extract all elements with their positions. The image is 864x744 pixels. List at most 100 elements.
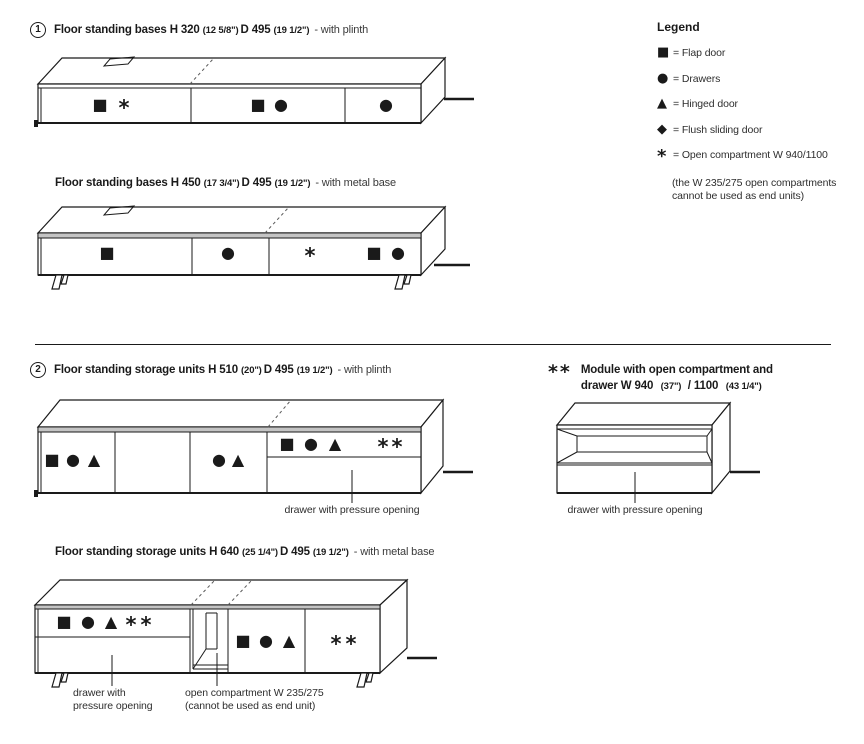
metal-leg	[394, 274, 406, 290]
plinth-foot	[34, 120, 38, 127]
flap-door-symbol: ■	[99, 243, 114, 262]
drawing-storage-h510-plinth: ■ ● ▲ ● ▲ ■ ● ▲ * *	[34, 398, 473, 503]
hinged-door-symbol: ▲	[88, 450, 101, 469]
heading-suffix: - with plinth	[337, 364, 392, 376]
flap-door-symbol: ■	[366, 243, 381, 262]
drawing-base-h450-metal: ■ ● * ■ ●	[36, 205, 470, 290]
base-h450-heading: Floor standing bases H 450 (17 3/4") D 4…	[55, 175, 396, 191]
flap-door-symbol: ■	[657, 45, 670, 60]
heading-dimension: (19 1/2")	[273, 24, 310, 36]
drawers-symbol: ●	[81, 612, 95, 631]
heading-text: D 495	[241, 177, 272, 189]
open-compartment-symbol: *	[657, 146, 667, 167]
flap-door-symbol: ■	[235, 631, 250, 650]
annotation-drawer-pressure: drawer with pressure opening	[567, 504, 703, 516]
section-divider-rule	[35, 344, 831, 345]
module-star-symbol: *	[126, 613, 137, 637]
top-edge-shading	[36, 606, 379, 610]
legend-item-hinged-door: ▲ = Hinged door	[657, 96, 738, 111]
drawers-symbol: ●	[259, 631, 273, 650]
legend-item-open-compartment: * = Open compartment W 940/1100	[657, 146, 828, 167]
section-2-number-badge: 2	[30, 362, 46, 378]
heading-text: D 495	[240, 24, 271, 36]
legend-item-drawers: ● = Drawers	[657, 70, 721, 86]
legend-title: Legend	[657, 20, 700, 34]
cable-cutout	[102, 56, 136, 67]
heading-dimension: (19 1/2")	[312, 546, 349, 558]
hinged-door-symbol: ▲	[283, 631, 296, 650]
storage-h640-heading: Floor standing storage units H 640 (25 1…	[55, 544, 435, 560]
compartment-back-panel	[576, 435, 708, 453]
hinged-door-symbol: ▲	[657, 96, 667, 111]
compartment-perspective-line	[706, 428, 713, 437]
metal-leg	[60, 274, 69, 285]
cabinet-top-face	[33, 579, 409, 606]
drawers-symbol: ●	[304, 434, 318, 453]
heading-text: Floor standing storage units H 640	[55, 546, 240, 558]
heading-text: Floor standing bases H 320	[54, 24, 200, 36]
drawers-symbol: ●	[66, 450, 80, 469]
heading-suffix: - with metal base	[315, 177, 396, 189]
flap-door-symbol: ■	[92, 95, 107, 114]
flap-door-symbol: ■	[279, 434, 294, 453]
flap-door-symbol: ■	[44, 450, 59, 469]
flap-door-symbol: ■	[250, 95, 265, 114]
legend-note: (the W 235/275 open compartments cannot …	[672, 177, 837, 202]
drawers-symbol: ●	[212, 450, 226, 469]
section-2-heading: 2 Floor standing storage units H 510 (20…	[30, 362, 391, 378]
drawers-symbol: ●	[221, 243, 235, 262]
cabinet-top-face	[36, 399, 445, 428]
drawers-symbol: ●	[657, 70, 669, 86]
cable-cutout	[102, 205, 136, 216]
heading-dimension: (19 1/2")	[274, 177, 311, 189]
flap-door-symbol: ■	[56, 612, 71, 631]
annotation-open-compartment: open compartment W 235/275 (cannot be us…	[185, 687, 324, 712]
heading-dimension: (25 1/4")	[242, 546, 278, 558]
legend-item-flap-door: ■ = Flap door	[657, 45, 726, 60]
compartment-perspective-line	[706, 451, 713, 464]
drawers-symbol: ●	[391, 243, 405, 262]
module-star-symbol: *	[331, 632, 342, 656]
heading-dimension: (19 1/2")	[296, 364, 333, 376]
cabinet-top-face	[36, 57, 447, 85]
metal-leg	[51, 672, 63, 688]
open-compartment-symbol: *	[305, 244, 316, 268]
metal-leg	[365, 672, 374, 683]
flush-sliding-door-symbol: ◆	[657, 121, 667, 137]
metal-leg	[51, 274, 63, 290]
heading-dimension: (43 1/4")	[725, 380, 762, 392]
module-star-symbol: *	[392, 435, 403, 459]
legend-item-flush-sliding-door: ◆ = Flush sliding door	[657, 121, 763, 137]
heading-dimension: (12 5/8")	[202, 24, 239, 36]
double-star-symbol: **	[548, 361, 572, 383]
legend: Legend ■ = Flap door ● = Drawers ▲ = Hin…	[657, 20, 857, 174]
heading-dimension: (37")	[660, 380, 682, 392]
cabinet-front-face	[34, 604, 381, 674]
module-top-face	[555, 402, 732, 426]
module-heading: ** Module with open compartment and draw…	[548, 361, 773, 393]
module-heading-text: Module with open compartment and drawer …	[580, 364, 773, 392]
cabinet-front-face	[37, 232, 422, 276]
compartment-perspective-line	[192, 648, 207, 670]
cabinet-front-face	[37, 83, 422, 124]
open-compartment-symbol: *	[119, 96, 130, 120]
heading-text: Floor standing bases H 450	[55, 177, 201, 189]
heading-dimension: (17 3/4")	[203, 177, 240, 189]
section-1-number-badge: 1	[30, 22, 46, 38]
metal-leg	[60, 672, 69, 683]
top-edge-shading	[39, 428, 420, 432]
drawers-symbol: ●	[379, 95, 393, 114]
hinged-door-symbol: ▲	[105, 612, 118, 631]
plinth-foot	[34, 490, 38, 497]
annotation-drawer-pressure-two-line: drawer with pressure opening	[73, 687, 153, 712]
module-star-symbol: *	[346, 632, 357, 656]
hinged-door-symbol: ▲	[232, 450, 245, 469]
top-edge-shading	[39, 234, 420, 238]
hinged-door-symbol: ▲	[329, 434, 342, 453]
drawing-storage-h640-metal: ■ ● ▲ * * ■ ● ▲ * *	[33, 578, 437, 688]
cabinet-top-face	[36, 206, 447, 234]
heading-text: Floor standing storage units H 510	[54, 364, 239, 376]
heading-suffix: - with metal base	[353, 546, 435, 558]
annotation-drawer-pressure: drawer with pressure opening	[284, 504, 420, 516]
